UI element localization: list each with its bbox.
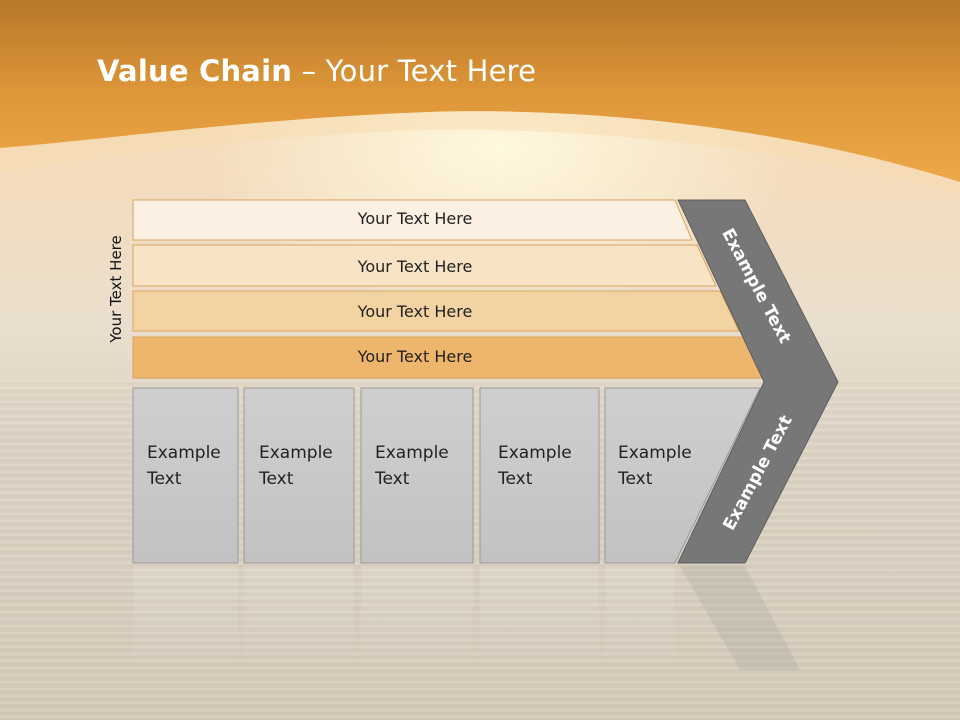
band-2-shape	[132, 244, 717, 287]
box-2-shape	[243, 387, 355, 564]
band-3-shape	[132, 290, 740, 332]
band-4-label: Your Text Here	[357, 347, 473, 366]
band-1-shape	[132, 199, 693, 241]
box-1-shape	[132, 387, 239, 564]
chevron-arrow	[677, 199, 839, 564]
band-2-label: Your Text Here	[357, 257, 473, 276]
box-5-shape	[604, 387, 761, 564]
box-4-shape	[479, 387, 600, 564]
reflection	[133, 566, 800, 686]
band-3-label: Your Text Here	[357, 302, 473, 321]
box-3-shape	[360, 387, 474, 564]
band-1-label: Your Text Here	[357, 209, 473, 228]
page-title: Value Chain – Your Text Here	[97, 54, 537, 88]
